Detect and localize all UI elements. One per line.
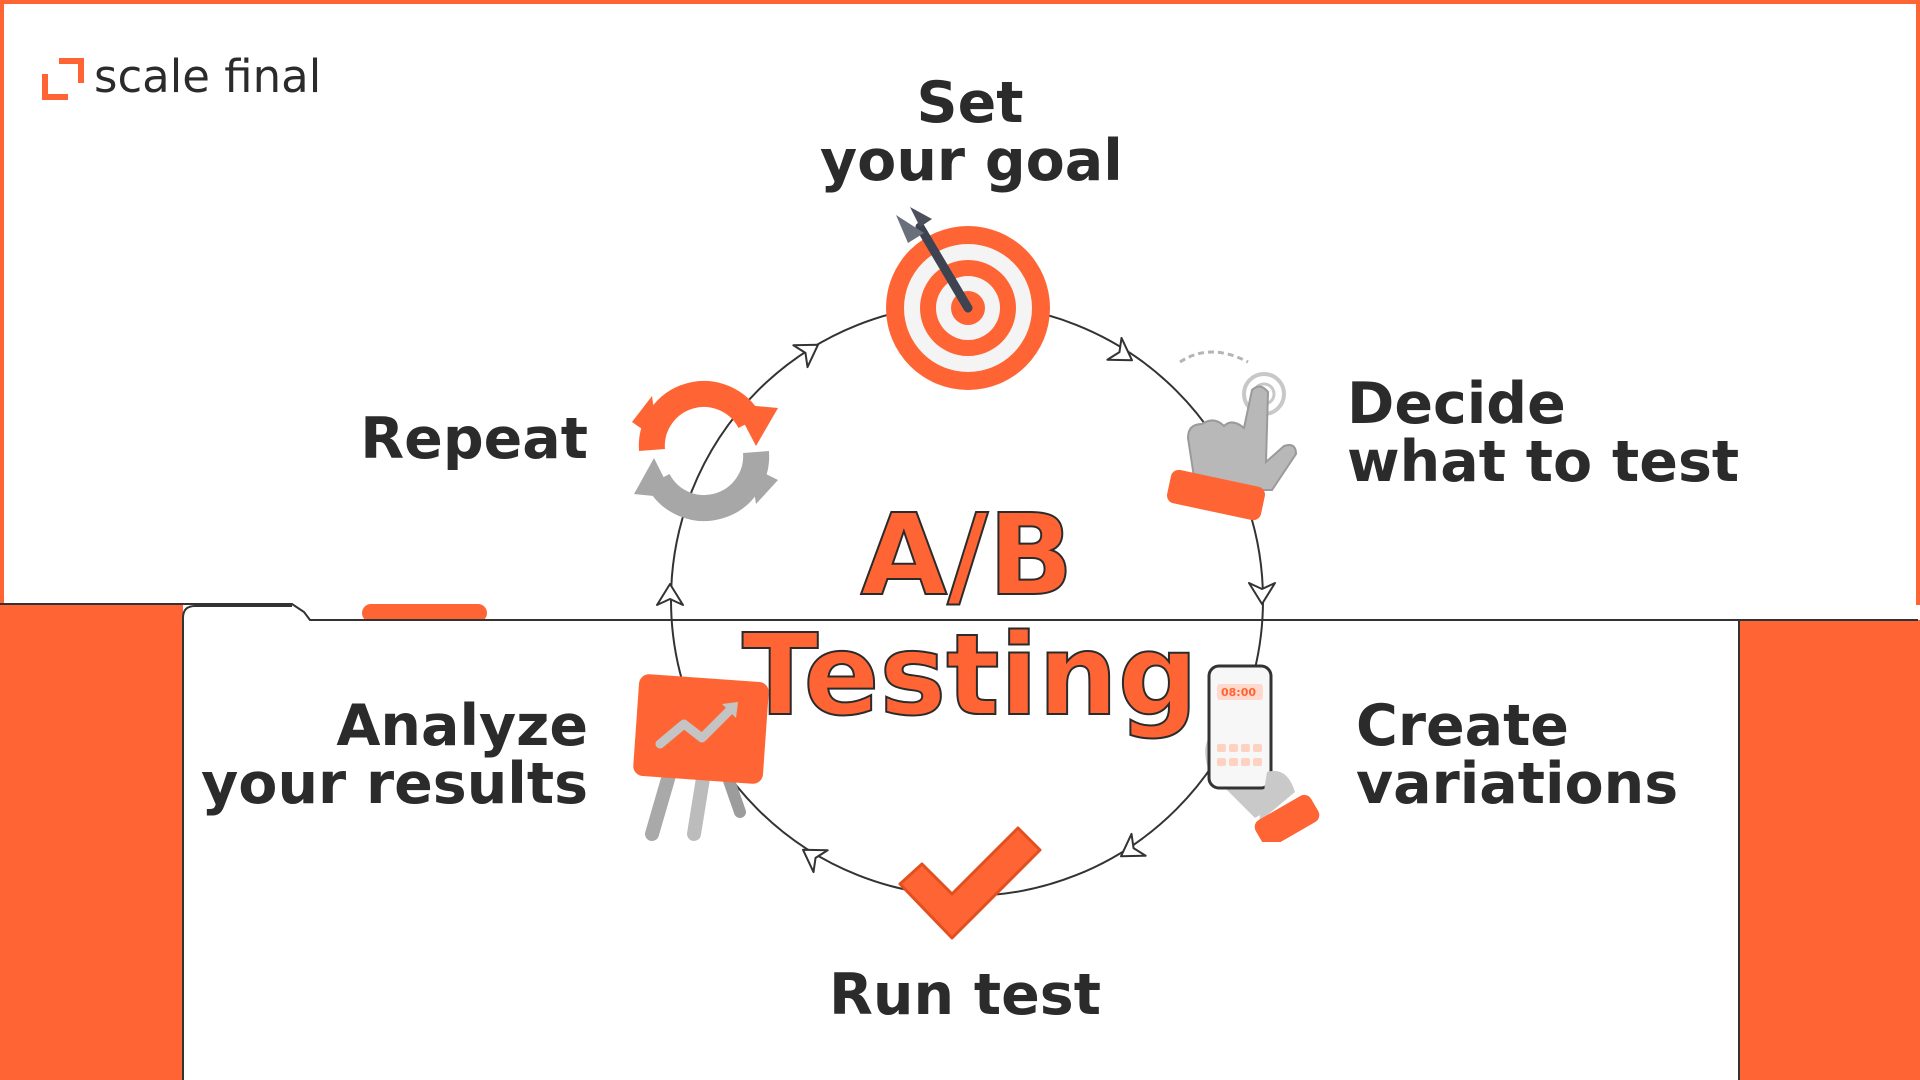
step-6-line-1: Repeat [360, 406, 588, 472]
brand-name: scale final [94, 50, 322, 103]
step-repeat-label: Repeat [300, 410, 588, 468]
cycle-arrow-1 [1106, 336, 1134, 362]
checkmark-icon [898, 826, 1042, 940]
step-2-line-1: Decide [1347, 371, 1566, 437]
step-3-line-1: Create [1356, 693, 1569, 759]
title-line-1: A/B [860, 491, 1075, 621]
step-1-line-1: Set [916, 70, 1024, 136]
target-dart-icon [886, 207, 1050, 390]
step-5-line-1: Analyze [336, 693, 588, 759]
step-3-line-2: variations [1356, 751, 1679, 818]
right-accent-line [1916, 0, 1920, 605]
cycle-arrow-3 [1119, 832, 1147, 858]
folder-orange-tab [362, 604, 487, 622]
folder-panel-border [0, 603, 1918, 1080]
cycle-arrow-2 [1248, 582, 1276, 605]
step-decide-label: Decide what to test [1347, 375, 1739, 491]
step-4-line-1: Run test [829, 962, 1101, 1028]
step-analyze-label: Analyze your results [200, 697, 588, 813]
chart-board-icon [633, 674, 769, 841]
diagram-title: A/B Testing [741, 491, 1199, 741]
step-run-test-label: Run test [800, 966, 1130, 1024]
step-set-goal-label: Set your goal [820, 70, 1123, 195]
refresh-arrows-icon [632, 381, 778, 521]
bottom-right-orange-band [1739, 620, 1920, 1080]
phone-in-hand-icon: 08:00 [1205, 664, 1320, 842]
bottom-left-orange-band [0, 603, 183, 1080]
top-accent-line [0, 0, 1920, 4]
step-create-label: Create variations [1356, 697, 1678, 813]
folder-panel-fill [184, 621, 1738, 1080]
left-accent-line [0, 0, 4, 605]
step-5-line-2: your results [201, 751, 588, 818]
step-2-line-2: what to test [1347, 429, 1740, 496]
cycle-arrow-5 [656, 583, 684, 606]
step-1-line-2: your goal [820, 128, 1123, 195]
svg-text:08:00: 08:00 [1221, 686, 1256, 699]
cycle-arrow-6 [792, 343, 820, 369]
scale-final-logo-icon [42, 58, 84, 100]
title-line-2: Testing [741, 611, 1199, 741]
hand-pointer-icon [1167, 350, 1298, 521]
cycle-arrow-4 [801, 848, 829, 874]
